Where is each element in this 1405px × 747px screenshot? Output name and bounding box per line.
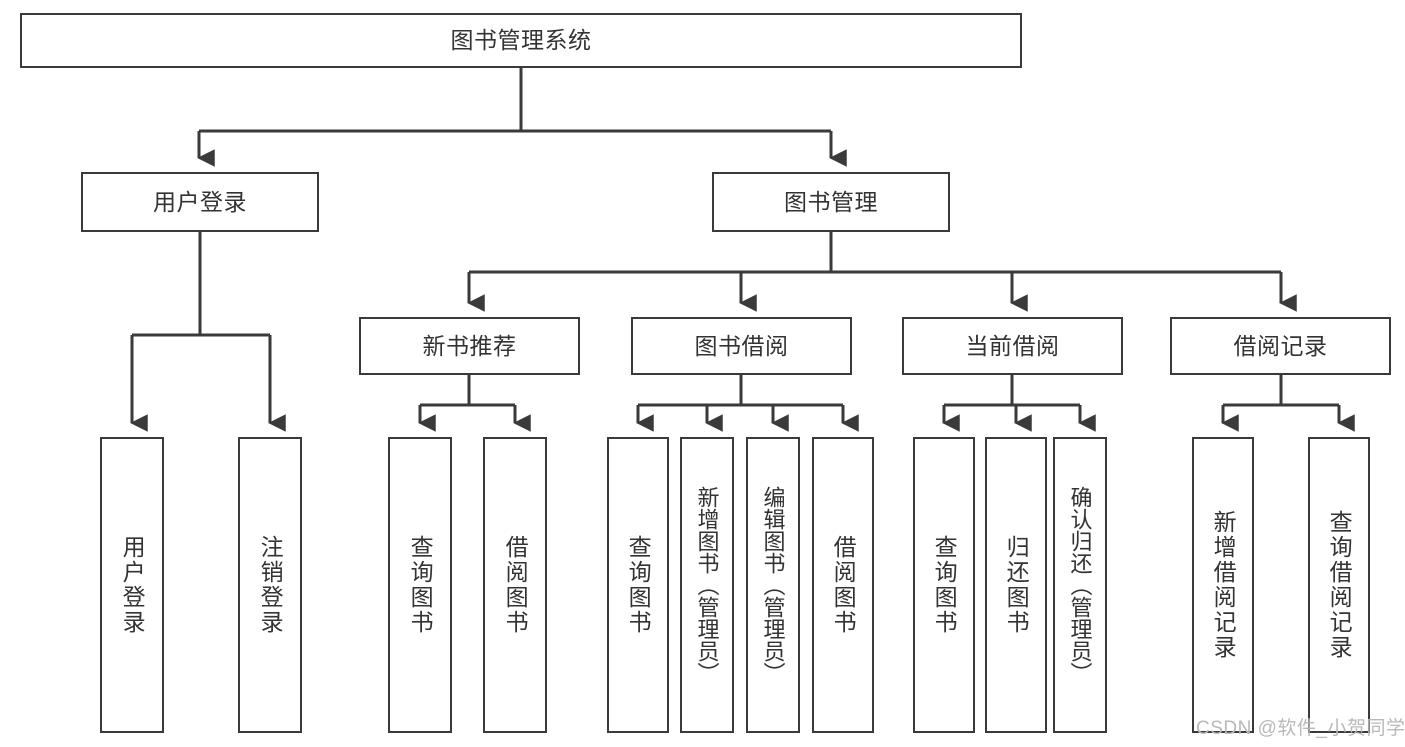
node-cb-return-book[interactable]: 归还图书 [985, 437, 1047, 733]
node-current-borrow[interactable]: 当前借阅 [902, 317, 1123, 375]
node-borrow-record[interactable]: 借阅记录 [1170, 317, 1391, 375]
node-user-logout-leaf[interactable]: 注销登录 [238, 437, 302, 733]
node-cb-query-book[interactable]: 查询图书 [913, 437, 975, 733]
node-br-add-record[interactable]: 新增借阅记录 [1192, 437, 1254, 733]
node-bb-edit-book[interactable]: 编辑图书（管理员） [746, 437, 800, 733]
node-br-query-record[interactable]: 查询借阅记录 [1308, 437, 1370, 733]
node-user-login-leaf[interactable]: 用户登录 [100, 437, 164, 733]
node-book-borrow[interactable]: 图书借阅 [631, 317, 852, 375]
csdn-watermark: CSDN @软件_小贺同学 [1196, 718, 1405, 739]
node-nbr-borrow-book[interactable]: 借阅图书 [483, 437, 547, 733]
node-bb-query-book[interactable]: 查询图书 [607, 437, 669, 733]
node-user-login[interactable]: 用户登录 [81, 172, 319, 232]
node-root[interactable]: 图书管理系统 [20, 13, 1022, 68]
node-nbr-query-book[interactable]: 查询图书 [388, 437, 452, 733]
node-bb-borrow-book[interactable]: 借阅图书 [812, 437, 874, 733]
node-book-manage[interactable]: 图书管理 [712, 172, 950, 232]
node-bb-add-book[interactable]: 新增图书（管理员） [680, 437, 734, 733]
node-new-book-recommend[interactable]: 新书推荐 [359, 317, 580, 375]
node-cb-confirm-return[interactable]: 确认归还（管理员） [1053, 437, 1107, 733]
